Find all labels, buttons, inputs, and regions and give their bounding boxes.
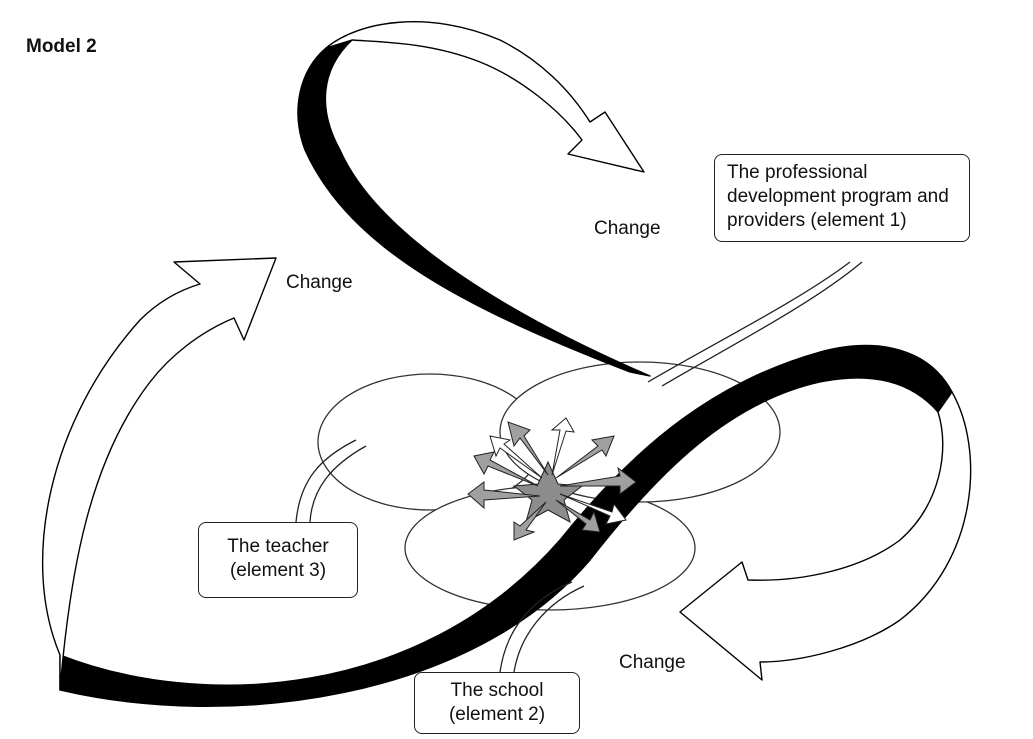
model-title: Model 2 — [26, 36, 97, 57]
burst-arrow — [507, 421, 549, 476]
element1-line-2: development program and — [727, 186, 949, 207]
change-label-top: Change — [594, 218, 661, 239]
burst-arrow — [467, 481, 541, 510]
burst-arrow — [513, 501, 547, 541]
right-ribbon-light-face — [679, 391, 972, 681]
upper-ribbon-dark-face — [297, 39, 651, 377]
upper-ribbon-light-face — [325, 21, 645, 173]
element1-leader — [647, 261, 863, 387]
burst-arrow — [550, 417, 575, 476]
element2-callout: The school (element 2) — [414, 672, 580, 734]
burst-arrow — [473, 451, 539, 487]
burst-arrow — [555, 435, 615, 479]
left-ribbon — [41, 257, 277, 691]
element2-line-1: The school — [450, 680, 544, 701]
change-label-left: Change — [286, 272, 353, 293]
central-arrow-burst — [467, 417, 637, 541]
element3-line-1: The teacher — [227, 536, 329, 557]
burst-arrow — [559, 466, 637, 495]
element1-callout: The professional development program and… — [714, 154, 970, 242]
element3-callout: The teacher (element 3) — [198, 522, 358, 598]
element2-line-2: (element 2) — [448, 704, 546, 725]
callout-leaders — [295, 261, 863, 673]
element3-line-2: (element 3) — [229, 560, 327, 581]
change-label-bottom: Change — [619, 652, 686, 673]
element2-leader — [499, 581, 585, 673]
element1-line-3: providers (element 1) — [727, 210, 907, 231]
main-ribbon — [59, 344, 972, 707]
burst-arrow — [559, 493, 627, 525]
element1-line-1: The professional — [727, 162, 868, 183]
upper-loop-ribbon — [297, 21, 651, 377]
burst-arrow — [489, 435, 543, 479]
element3-leader — [295, 439, 367, 523]
left-ribbon-light-face — [41, 257, 277, 691]
burst-arrow — [555, 499, 601, 533]
